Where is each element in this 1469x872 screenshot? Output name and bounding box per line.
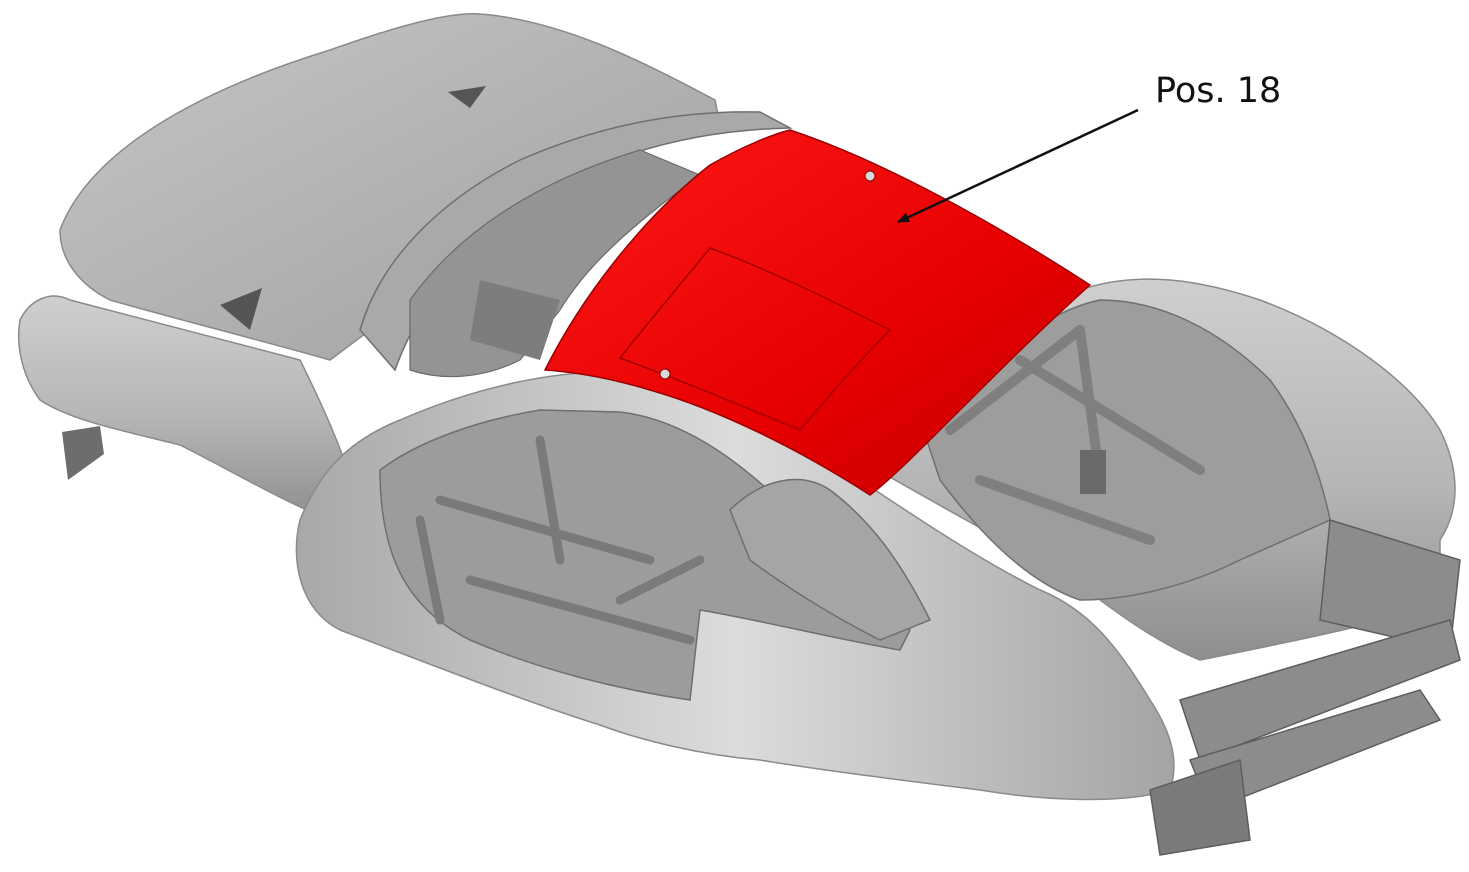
hood-vent-left bbox=[220, 288, 262, 330]
roof-panel-highlighted bbox=[543, 129, 1092, 496]
roof-hatch-outline bbox=[618, 247, 892, 431]
roof-mount-hole-top bbox=[864, 170, 876, 182]
front-fender bbox=[17, 295, 361, 521]
quarter-window bbox=[729, 478, 932, 641]
callout-arrow bbox=[897, 108, 1139, 224]
roof-mount-hole-bottom bbox=[659, 368, 671, 380]
rear-subframe bbox=[1179, 519, 1461, 811]
front-bumper-bracket bbox=[62, 426, 104, 480]
hood-vent-right bbox=[448, 86, 486, 108]
roll-cage-front bbox=[415, 435, 705, 645]
harness-post bbox=[1080, 450, 1106, 494]
callout-label: Pos. 18 bbox=[1155, 71, 1281, 111]
cockpit-interior bbox=[409, 149, 702, 378]
rear-crossmember bbox=[1149, 758, 1251, 856]
